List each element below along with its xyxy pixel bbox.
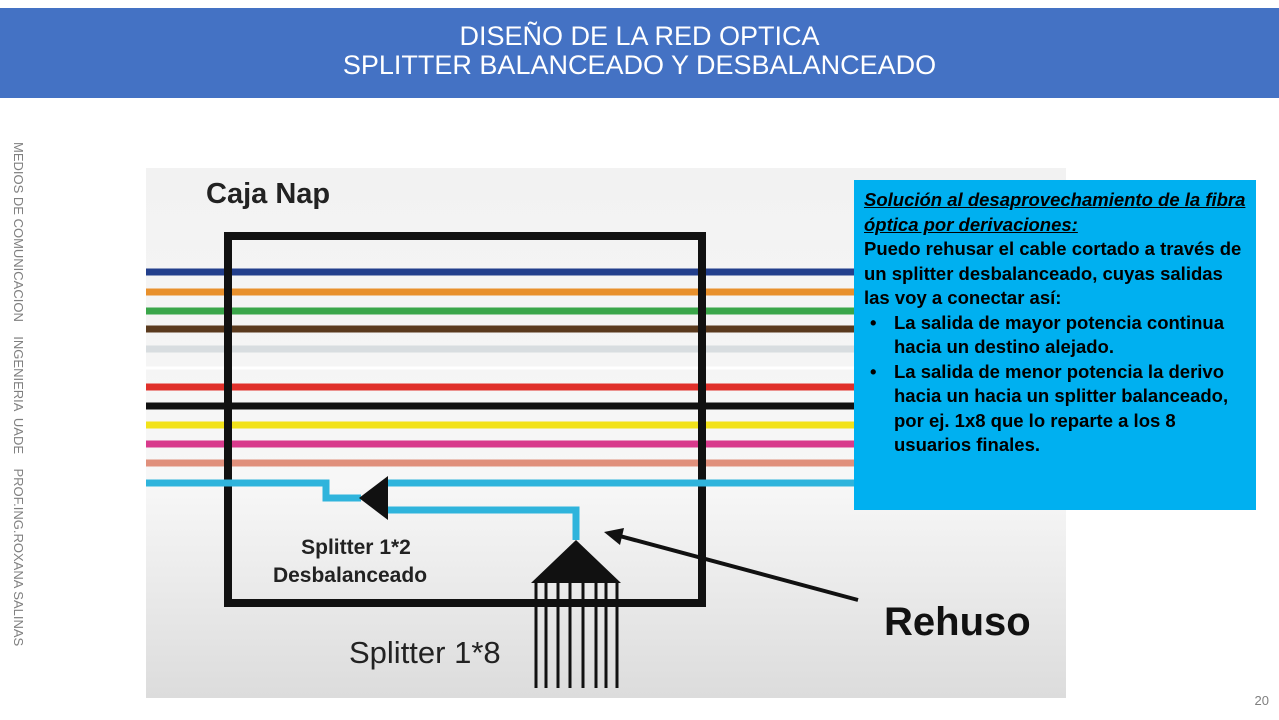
sidebar-credits: MEDIOS DE COMUNICACION INGENIERIA UADE P… xyxy=(4,142,28,682)
arrow xyxy=(615,533,859,602)
splitter-1x2-icon xyxy=(359,476,388,520)
bullet-item: La salida de menor potencia la derivo ha… xyxy=(864,360,1246,458)
info-box: Solución al desaprovechamiento de la fib… xyxy=(854,180,1256,510)
bullet-item: La salida de mayor potencia continua hac… xyxy=(864,311,1246,360)
box-label: Caja Nap xyxy=(206,178,330,210)
nap-box xyxy=(224,232,706,607)
info-body: Puedo rehusar el cable cortado a través … xyxy=(864,238,1242,308)
page-number: 20 xyxy=(1254,693,1269,708)
splitter-outputs xyxy=(534,583,619,688)
splitter18-label: Splitter 1*8 xyxy=(349,635,501,670)
title-line-1: DISEÑO DE LA RED OPTICA xyxy=(459,21,820,51)
info-title: Solución al desaprovechamiento de la fib… xyxy=(864,189,1246,235)
splitter12-sublabel: Desbalanceado xyxy=(273,564,427,587)
rehuso-label: Rehuso xyxy=(884,600,1031,644)
title-line-2: SPLITTER BALANCEADO Y DESBALANCEADO xyxy=(342,50,937,80)
splitter-1x8-icon xyxy=(531,540,621,583)
info-bullets: La salida de mayor potencia continua hac… xyxy=(864,311,1246,458)
slide-header: DISEÑO DE LA RED OPTICA SPLITTER BALANCE… xyxy=(0,8,1279,98)
splitter12-label: Splitter 1*2 xyxy=(301,536,411,559)
sidebar-text: MEDIOS DE COMUNICACION INGENIERIA UADE P… xyxy=(11,142,26,647)
